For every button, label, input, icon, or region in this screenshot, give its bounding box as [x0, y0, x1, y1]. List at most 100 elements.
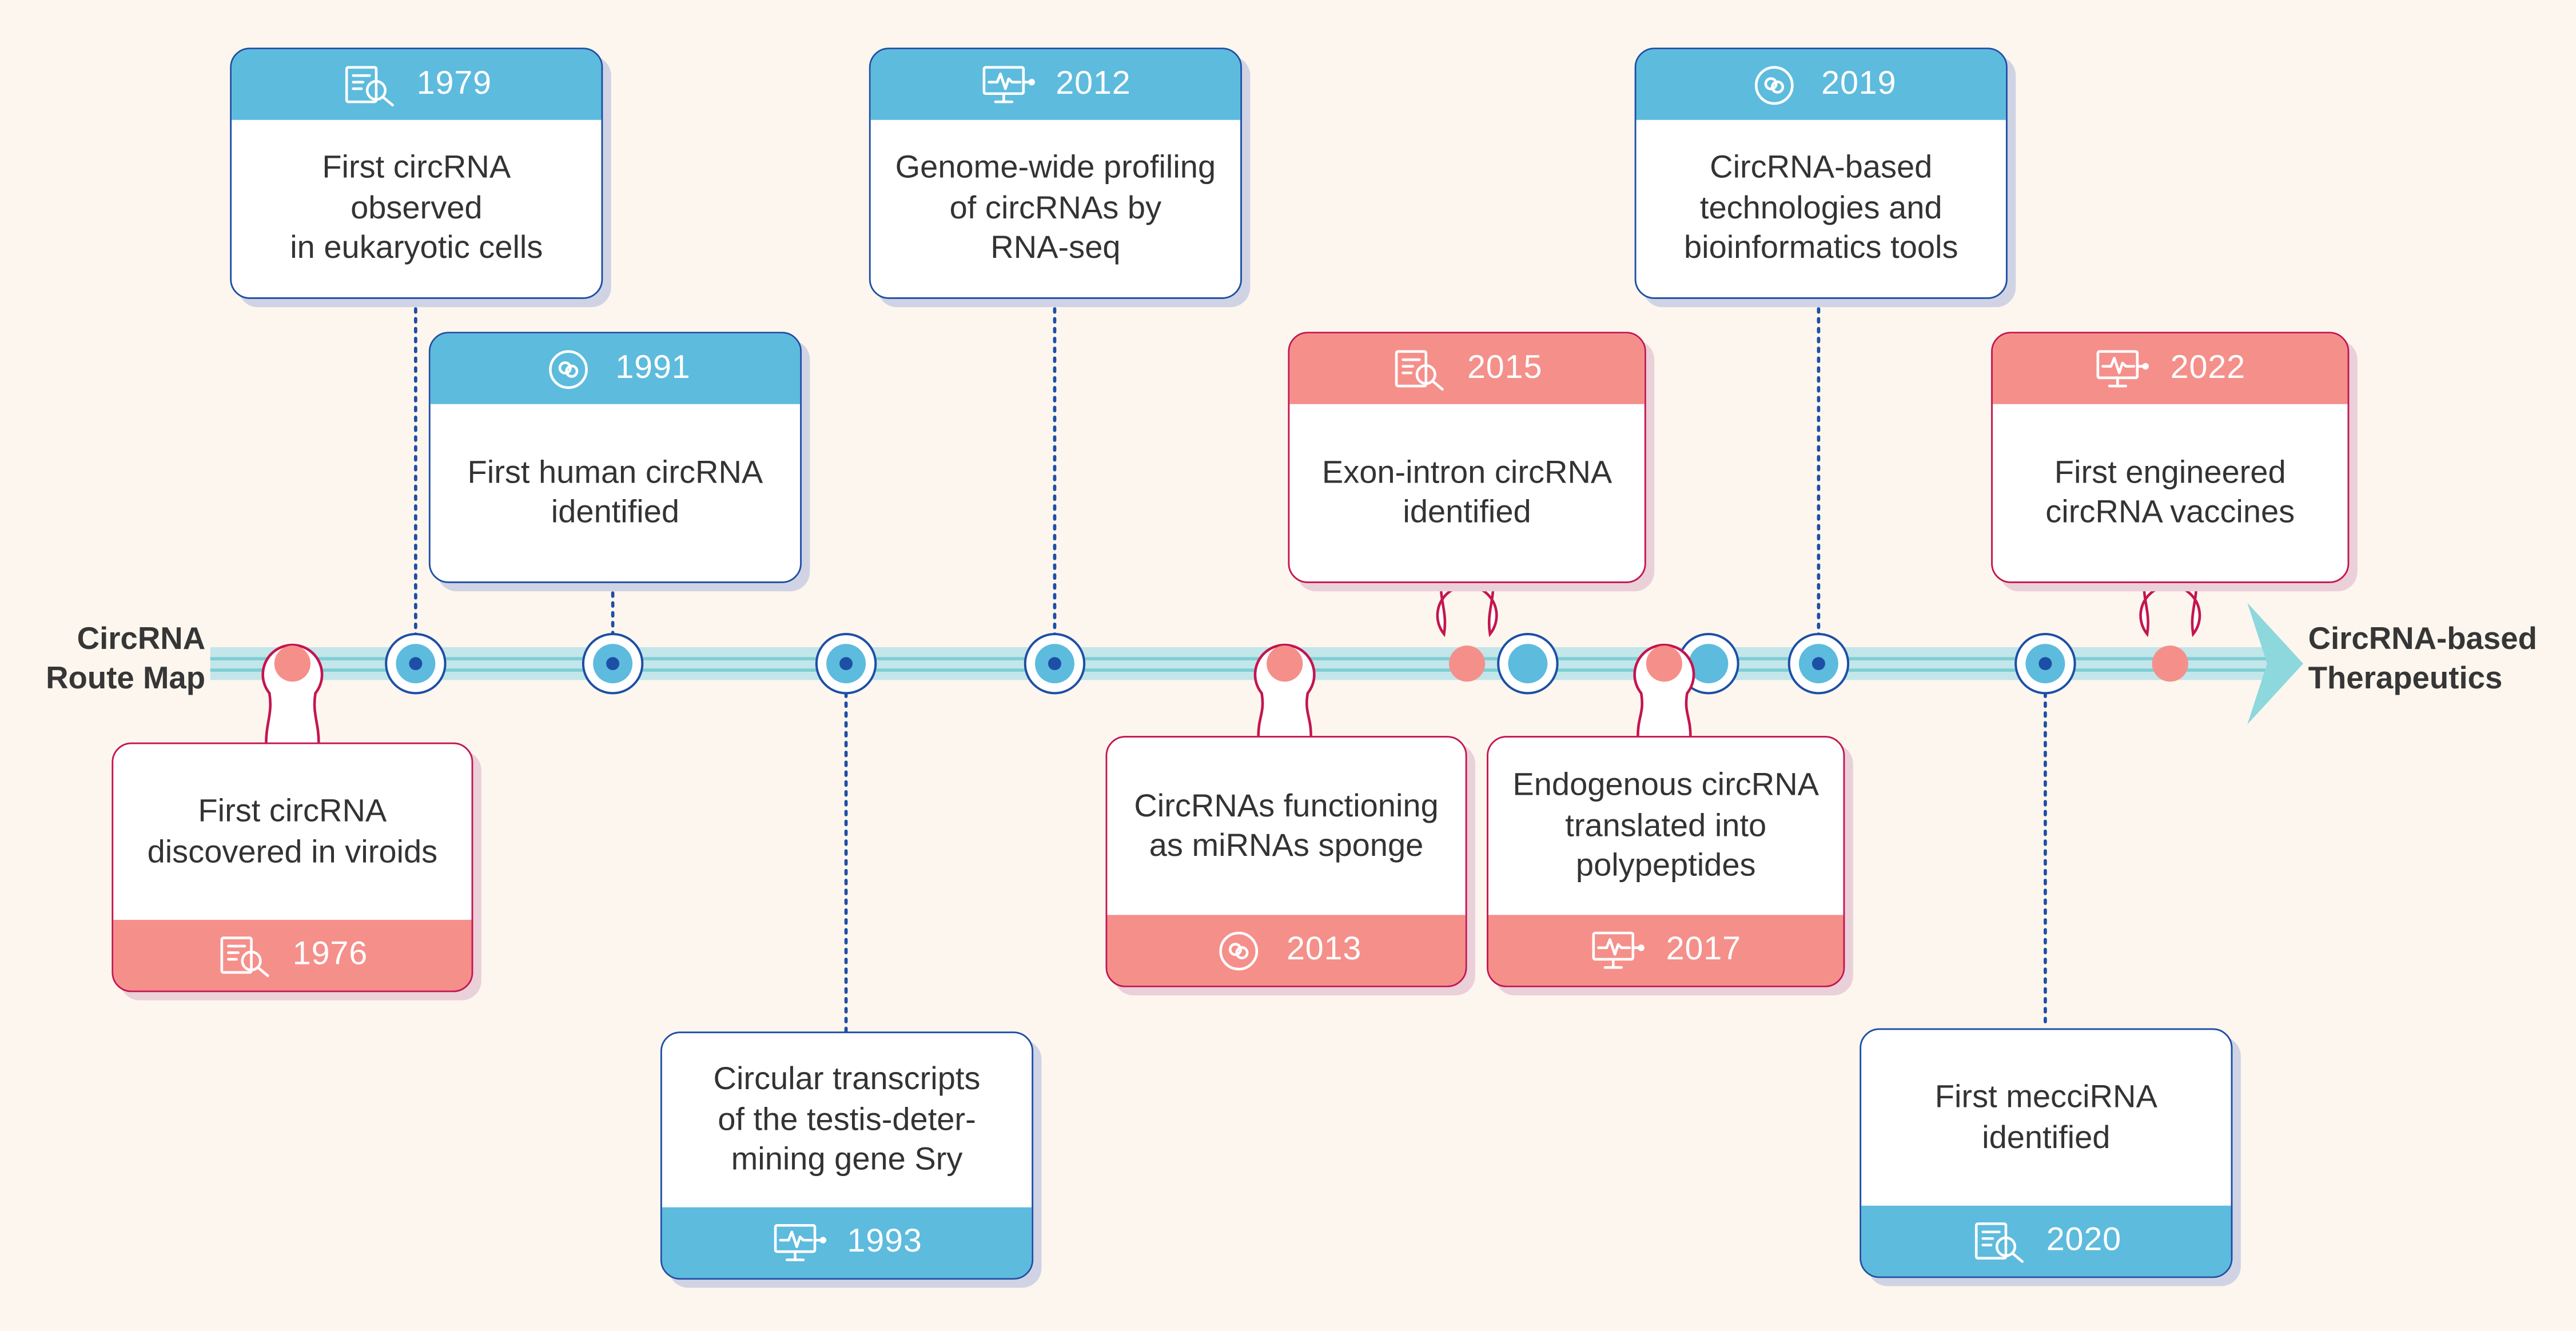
timeline-node-dot	[839, 657, 853, 671]
year-band: 2015	[1289, 333, 1645, 404]
track-node-fill	[1689, 644, 1729, 684]
pink-connector	[1436, 583, 1498, 637]
start-label: CircRNA Route Map	[41, 621, 205, 700]
track-node-fill	[1508, 644, 1548, 684]
year-band: 2013	[1107, 915, 1466, 986]
event-card-2020: First mecciRNA identified 2020	[1860, 1028, 2233, 1278]
circle-loop-icon	[1219, 931, 1259, 970]
timeline-node-dot	[409, 657, 423, 671]
event-description-line: translated into	[1565, 807, 1767, 844]
event-description-line: identified	[1982, 1119, 2111, 1156]
event-description: Genome-wide profiling of circRNAs by RNA-s…	[871, 120, 1240, 297]
event-year: 2013	[1286, 931, 1362, 968]
arrow-head	[2247, 603, 2303, 724]
timeline-node-dot	[1811, 657, 1825, 671]
year-band: 2020	[1861, 1205, 2231, 1277]
timeline-node-fill	[1448, 645, 1486, 682]
event-description-line: identified	[1403, 494, 1531, 531]
event-card-1993: Circular transcripts of the testis-deter-…	[660, 1031, 1034, 1280]
event-year: 2020	[2046, 1222, 2122, 1258]
year-band: 2022	[1992, 333, 2348, 404]
pink-connector	[2139, 583, 2201, 637]
event-description-line: of the testis-deter-	[718, 1102, 976, 1138]
circle-loop-icon	[548, 349, 587, 388]
event-description: First circRNA observed in eukaryotic cell…	[232, 120, 601, 297]
year-band: 1979	[232, 49, 602, 120]
monitor-pulse-icon	[1592, 931, 1645, 969]
event-description: Circular transcripts of the testis-deter-…	[662, 1033, 1032, 1208]
event-description-line: identified	[551, 494, 680, 531]
year-band: 1976	[113, 919, 472, 991]
event-description-line: First mecciRNA	[1934, 1079, 2157, 1115]
track-band	[210, 647, 2267, 680]
event-description-line: of circRNAs by	[949, 190, 1162, 226]
monitor-pulse-icon	[982, 65, 1034, 102]
event-year: 1991	[615, 349, 691, 386]
end-label: CircRNA-based Therapeutics	[2308, 621, 2547, 700]
event-description: First mecciRNA identified	[1861, 1030, 2231, 1205]
event-year: 2012	[1056, 65, 1131, 102]
event-description-line: polypeptides	[1575, 848, 1756, 884]
event-description-line: RNA-seq	[990, 230, 1121, 267]
event-description-line: First engineered	[2054, 454, 2286, 491]
event-description-line: Endogenous circRNA	[1512, 767, 1819, 804]
event-description-line: as miRNAs sponge	[1149, 827, 1424, 864]
event-description-line: Exon-intron circRNA	[1321, 454, 1613, 491]
end-label-line: CircRNA-based	[2308, 622, 2537, 657]
event-year: 1976	[292, 936, 368, 973]
event-description-line: Circular transcripts	[713, 1061, 981, 1098]
start-label-line: Route Map	[46, 661, 206, 697]
timeline-node-fill	[274, 645, 310, 682]
timeline-node-fill	[2152, 645, 2188, 682]
event-description-line: Genome-wide profiling	[895, 150, 1216, 186]
event-year: 2019	[1821, 65, 1897, 102]
event-year: 2015	[1467, 349, 1543, 386]
event-year: 2022	[2170, 349, 2245, 386]
year-band: 2012	[870, 49, 1241, 120]
start-label-line: CircRNA	[77, 622, 206, 657]
event-card-1976: First circRNA discovered in viroids 1976	[112, 742, 473, 993]
event-description-line: CircRNA-based	[1710, 150, 1933, 186]
end-label-line: Therapeutics	[2308, 661, 2503, 697]
document-search-icon	[1395, 349, 1444, 390]
timeline-node-fill	[1267, 645, 1303, 682]
event-description-line: CircRNAs functioning	[1134, 787, 1439, 824]
event-description-line: technologies and	[1699, 190, 1942, 226]
event-description-line: First circRNA	[198, 793, 387, 830]
timeline-node-dot	[2038, 657, 2052, 671]
monitor-pulse-icon	[2096, 349, 2149, 387]
event-description: First circRNA discovered in viroids	[113, 744, 471, 919]
year-band: 2019	[1636, 49, 2006, 120]
event-description-line: circRNA vaccines	[2045, 494, 2295, 531]
event-year: 1979	[416, 65, 492, 102]
event-description-line: First circRNA observed	[322, 150, 511, 226]
document-search-icon	[220, 935, 270, 977]
monitor-pulse-icon	[773, 1223, 826, 1261]
timeline-node-fill	[1646, 645, 1682, 682]
event-year: 1993	[847, 1224, 922, 1260]
document-search-icon	[344, 65, 393, 106]
event-year: 2017	[1666, 931, 1741, 968]
timeline-node-dot	[1048, 657, 1061, 671]
event-description-line: mining gene Sry	[731, 1142, 963, 1178]
event-description-line: discovered in viroids	[147, 834, 438, 870]
year-band: 1993	[662, 1207, 1032, 1278]
event-description-line: bioinformatics tools	[1683, 230, 1958, 267]
event-description-line: in eukaryotic cells	[290, 230, 543, 267]
event-description-line: First human circRNA	[467, 454, 763, 491]
document-search-icon	[1974, 1221, 2023, 1262]
